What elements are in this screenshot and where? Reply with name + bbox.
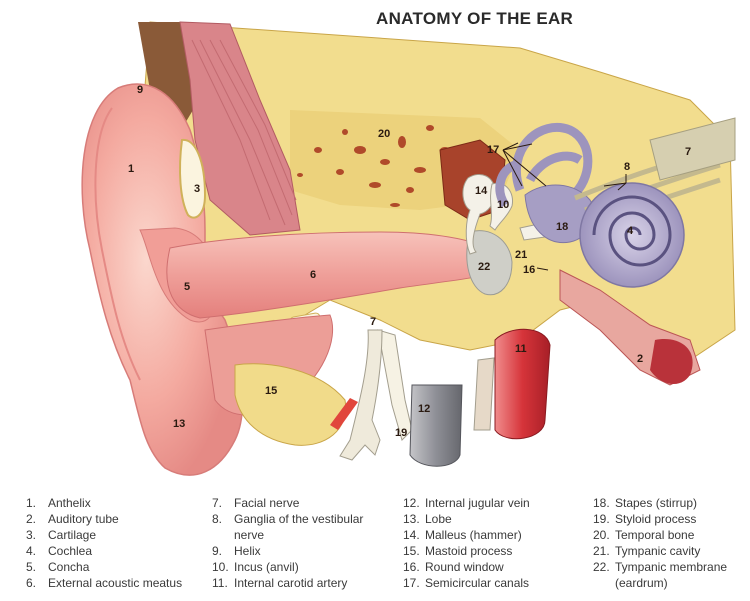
marker-13: 13: [173, 418, 185, 430]
ear-anatomy-illustration: 1 2 3 4 5 6 7 7 8 9 10 11 12 13 14 15 16…: [81, 21, 736, 476]
legend-item: 14.Malleus (hammer): [403, 528, 522, 542]
cochlea: [579, 182, 685, 288]
cartilage: [179, 138, 207, 219]
legend-item: 17.Semicircular canals: [403, 576, 530, 590]
legend-item: 8.Ganglia of the vestibular nerve: [212, 512, 364, 542]
marker-21: 21: [515, 249, 527, 261]
marker-6: 6: [310, 269, 316, 281]
marker-22: 22: [478, 261, 490, 273]
legend-item: 11.Internal carotid artery: [212, 576, 348, 590]
legend-item: 12.Internal jugular vein: [403, 496, 530, 510]
ear-canal: [166, 231, 511, 319]
leader-lines: [502, 142, 627, 271]
legend-item: 13.Lobe: [403, 512, 452, 526]
marker-12: 12: [418, 403, 430, 415]
marker-7a: 7: [685, 146, 691, 158]
legend-column-3: 12.Internal jugular vein 13.Lobe 14.Mall…: [403, 495, 573, 591]
legend-item: 10.Incus (anvil): [212, 560, 299, 574]
legend-item: 7.Facial nerve: [212, 496, 300, 510]
legend-item: 5.Concha: [26, 560, 90, 574]
legend-item: 9.Helix: [212, 544, 261, 558]
marker-2: 2: [637, 353, 643, 365]
small-artery: [330, 398, 358, 430]
marker-3: 3: [194, 183, 200, 195]
internal-jugular-vein: [409, 384, 463, 467]
legend-item: 21.Tympanic cavity: [593, 544, 701, 558]
legend-item: 18.Stapes (stirrup): [593, 496, 698, 510]
legend-item: 3.Cartilage: [26, 528, 97, 542]
marker-17: 17: [487, 144, 499, 156]
marker-7b: 7: [370, 316, 376, 328]
auditory-tube-opening: [650, 339, 693, 385]
marker-15: 15: [265, 385, 277, 397]
marker-20: 20: [378, 128, 390, 140]
marker-16: 16: [523, 264, 535, 276]
internal-carotid-artery: [494, 328, 551, 440]
legend-item: 2.Auditory tube: [26, 512, 119, 526]
legend-item: 15.Mastoid process: [403, 544, 513, 558]
vessel-left: [473, 357, 495, 431]
legend-column-4: 18.Stapes (stirrup) 19.Styloid process 2…: [593, 495, 745, 591]
muscle-fibers: [191, 39, 297, 226]
marker-4: 4: [627, 225, 634, 237]
marker-9: 9: [137, 84, 143, 96]
legend-item: 4.Cochlea: [26, 544, 93, 558]
legend-item: 20.Temporal bone: [593, 528, 695, 542]
marker-19: 19: [395, 427, 407, 439]
helix-rim: [94, 107, 141, 381]
bone-marrow-spots: [297, 125, 458, 207]
legend-item: 6.External acoustic meatus: [26, 576, 183, 590]
page-title: ANATOMY OF THE EAR: [376, 9, 574, 28]
tympanic-membrane: [466, 230, 513, 296]
marker-11: 11: [515, 343, 527, 355]
callout-labels: 1 2 3 4 5 6 7 7 8 9 10 11 12 13 14 15 16…: [128, 84, 691, 439]
marker-18: 18: [556, 221, 568, 233]
mastoid-process: [234, 363, 347, 446]
facial-nerve: [339, 329, 383, 461]
legend-item: 16.Round window: [403, 560, 504, 574]
muscle-tissue: [179, 21, 301, 236]
legend-item: 19.Styloid process: [593, 512, 697, 526]
legend-column-1: 1.Anthelix 2.Auditory tube 3.Cartilage 4…: [26, 495, 204, 591]
marker-1: 1: [128, 163, 134, 175]
marker-10: 10: [497, 199, 509, 211]
styloid-process: [377, 329, 413, 441]
legend-item: 22.Tympanic membrane (eardrum): [593, 560, 728, 590]
marker-5: 5: [184, 281, 190, 293]
legend-column-2: 7.Facial nerve 8.Ganglia of the vestibul…: [212, 495, 390, 591]
nerve-bundle: [649, 117, 736, 181]
marker-14: 14: [475, 185, 488, 197]
marker-8: 8: [624, 161, 630, 173]
legend-item: 1.Anthelix: [26, 496, 91, 510]
